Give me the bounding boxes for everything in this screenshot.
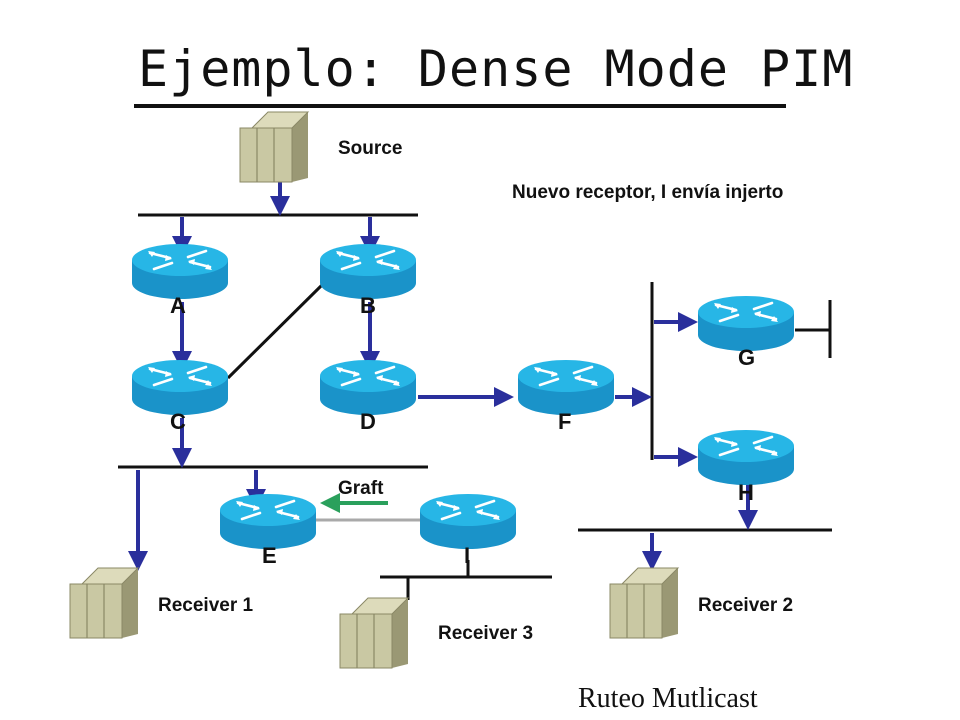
receiver-1-host bbox=[69, 567, 139, 639]
router-d bbox=[318, 358, 418, 417]
router-b bbox=[318, 242, 418, 301]
router-f-label: F bbox=[558, 409, 572, 434]
receiver-1-label: Receiver 1 bbox=[158, 595, 254, 616]
receiver-3-host bbox=[339, 597, 409, 669]
link-c-b bbox=[226, 283, 324, 380]
router-h-label: H bbox=[738, 480, 754, 505]
router-a-label: A bbox=[170, 293, 186, 318]
router-h bbox=[696, 428, 796, 487]
router-e-label: E bbox=[262, 543, 277, 568]
router-d-label: D bbox=[360, 409, 376, 434]
multicast-flow-arrows bbox=[128, 182, 758, 571]
source-label: Source bbox=[338, 138, 403, 159]
source-host bbox=[239, 111, 309, 183]
router-c bbox=[130, 358, 230, 417]
router-e bbox=[218, 492, 318, 551]
receiver-2-label: Receiver 2 bbox=[698, 595, 794, 616]
footer-text: Ruteo Mutlicast bbox=[578, 683, 758, 714]
slide-title: Ejemplo: Dense Mode PIM bbox=[138, 40, 854, 98]
graft-label: Graft bbox=[338, 478, 384, 499]
receiver-2-host bbox=[609, 567, 679, 639]
caption-text: Nuevo receptor, I envía injerto bbox=[512, 182, 784, 203]
router-g bbox=[696, 294, 796, 353]
router-g-label: G bbox=[738, 345, 756, 370]
router-c-label: C bbox=[170, 409, 186, 434]
router-i-label: I bbox=[464, 543, 471, 568]
receiver-3-label: Receiver 3 bbox=[438, 623, 534, 644]
router-b-label: B bbox=[360, 293, 376, 318]
title-underline bbox=[134, 104, 786, 108]
router-f bbox=[516, 358, 616, 417]
router-a bbox=[130, 242, 230, 301]
router-i bbox=[418, 492, 518, 551]
